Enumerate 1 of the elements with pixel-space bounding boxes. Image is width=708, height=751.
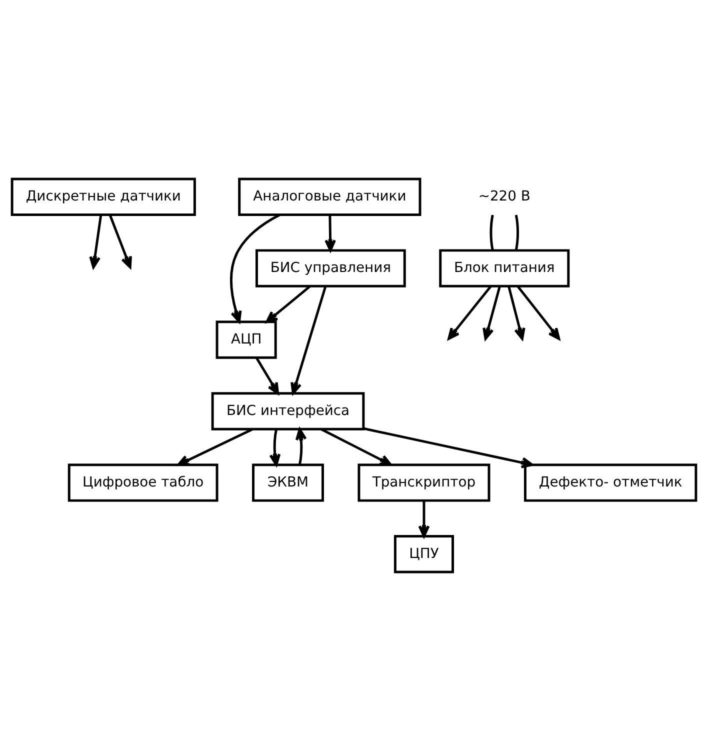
node-text: ~220 В	[478, 188, 530, 205]
